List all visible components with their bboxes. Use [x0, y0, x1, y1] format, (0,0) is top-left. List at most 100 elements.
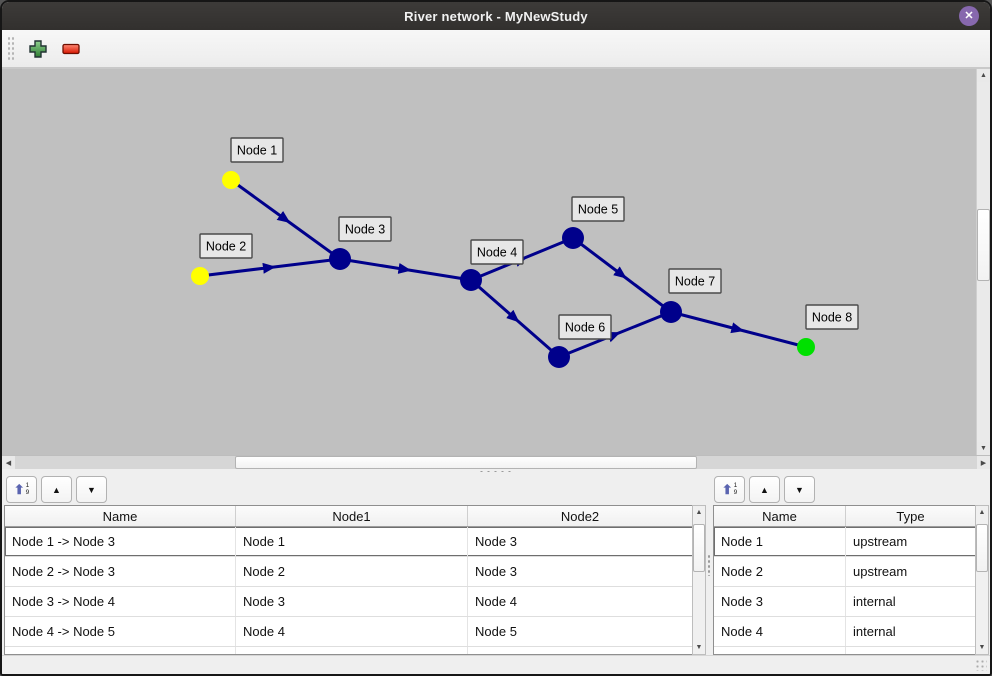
- cell[interactable]: Node 3 -> Node 4: [5, 587, 236, 616]
- river-reach-6-7[interactable]: [558, 310, 672, 359]
- nodes-scroll-thumb[interactable]: [976, 524, 988, 572]
- cell[interactable]: Node 5: [468, 617, 693, 646]
- cell[interactable]: Node 4: [236, 617, 468, 646]
- column-header[interactable]: Name: [5, 506, 236, 526]
- node-5[interactable]: [562, 227, 584, 249]
- toolbar-drag-handle[interactable]: [7, 35, 15, 62]
- cell[interactable]: upstream: [846, 527, 976, 556]
- sort-digits: 1 9: [734, 482, 738, 496]
- node-8[interactable]: [797, 338, 815, 356]
- add-node-button[interactable]: [25, 36, 51, 62]
- river-reach-3-4[interactable]: [339, 257, 472, 282]
- column-header[interactable]: Name: [714, 506, 846, 526]
- node-label-7[interactable]: Node 7: [668, 268, 722, 294]
- nodes-table-scrollbar[interactable]: ▲ ▼: [975, 505, 989, 655]
- svg-text:Node 3: Node 3: [345, 223, 385, 237]
- hscroll-thumb[interactable]: [235, 456, 697, 469]
- node-6[interactable]: [548, 346, 570, 368]
- node-2[interactable]: [191, 267, 209, 285]
- river-reach-4-6[interactable]: [470, 278, 560, 359]
- cell[interactable]: internal: [846, 587, 976, 616]
- node-label-5[interactable]: Node 5: [571, 196, 625, 222]
- links-sort-button[interactable]: ⬆ 1 9: [6, 476, 37, 503]
- cell[interactable]: Node 2: [236, 557, 468, 586]
- scroll-down-icon[interactable]: ▼: [977, 442, 990, 455]
- column-header[interactable]: Node2: [468, 506, 693, 526]
- scroll-down-icon[interactable]: ▼: [976, 641, 988, 654]
- scroll-up-icon[interactable]: ▲: [976, 506, 988, 519]
- node-4[interactable]: [460, 269, 482, 291]
- splitter-handle-icon: [478, 470, 514, 473]
- cell[interactable]: Node 4 -> Node 5: [5, 617, 236, 646]
- tables-panel: ⬆ 1 9 ▲ ▼ ⬆ 1 9 ▲: [2, 474, 990, 674]
- canvas-horizontal-scrollbar[interactable]: ◀ ▶: [2, 455, 990, 469]
- scroll-right-icon[interactable]: ▶: [977, 456, 990, 469]
- cell[interactable]: Node 3: [236, 587, 468, 616]
- cell[interactable]: Node 3: [468, 557, 693, 586]
- river-reach-5-7[interactable]: [572, 236, 672, 314]
- vscroll-thumb[interactable]: [977, 209, 990, 281]
- links-table-scrollbar[interactable]: ▲ ▼: [692, 505, 706, 655]
- node-1[interactable]: [222, 171, 240, 189]
- nodes-sort-button[interactable]: ⬆ 1 9: [714, 476, 745, 503]
- node-label-8[interactable]: Node 8: [805, 304, 859, 330]
- links-scroll-thumb[interactable]: [693, 524, 705, 572]
- scroll-left-icon[interactable]: ◀: [2, 456, 15, 469]
- cell[interactable]: Node 4: [468, 587, 693, 616]
- cell[interactable]: Node 2: [714, 557, 846, 586]
- cell[interactable]: Node 1: [236, 527, 468, 556]
- panel-splitter-handle[interactable]: [707, 554, 711, 576]
- cell[interactable]: upstream: [846, 557, 976, 586]
- svg-text:Node 2: Node 2: [206, 240, 246, 254]
- cell: [846, 647, 976, 654]
- node-label-1[interactable]: Node 1: [230, 137, 284, 163]
- column-header[interactable]: Type: [846, 506, 976, 526]
- nodes-move-down-button[interactable]: ▼: [784, 476, 815, 503]
- svg-text:Node 4: Node 4: [477, 246, 517, 260]
- links-move-down-button[interactable]: ▼: [76, 476, 107, 503]
- scroll-down-icon[interactable]: ▼: [693, 641, 705, 654]
- cell[interactable]: Node 2 -> Node 3: [5, 557, 236, 586]
- links-move-up-button[interactable]: ▲: [41, 476, 72, 503]
- empty-row: [714, 647, 976, 654]
- sort-ascending-icon: ⬆: [13, 482, 25, 497]
- nodes-move-up-button[interactable]: ▲: [749, 476, 780, 503]
- cell[interactable]: Node 1 -> Node 3: [5, 527, 236, 556]
- node-label-4[interactable]: Node 4: [470, 239, 524, 265]
- horizontal-splitter[interactable]: [2, 469, 990, 474]
- node-3[interactable]: [329, 248, 351, 270]
- title-bar[interactable]: River network - MyNewStudy ✕: [2, 2, 990, 30]
- resize-grip-icon[interactable]: [975, 659, 987, 671]
- cell[interactable]: Node 4: [714, 617, 846, 646]
- cell[interactable]: Node 1: [714, 527, 846, 556]
- river-reach-7-8[interactable]: [670, 310, 807, 349]
- river-reach-2-3[interactable]: [199, 257, 341, 278]
- node-label-3[interactable]: Node 3: [338, 216, 392, 242]
- cell[interactable]: internal: [846, 617, 976, 646]
- cell[interactable]: Node 3: [714, 587, 846, 616]
- svg-text:Node 6: Node 6: [565, 321, 605, 335]
- remove-node-button[interactable]: [58, 36, 84, 62]
- river-reach-1-3[interactable]: [230, 178, 341, 261]
- node-7[interactable]: [660, 301, 682, 323]
- scroll-up-icon[interactable]: ▲: [693, 506, 705, 519]
- node-label-6[interactable]: Node 6: [558, 314, 612, 340]
- column-header[interactable]: Node1: [236, 506, 468, 526]
- scroll-up-icon[interactable]: ▲: [977, 69, 990, 82]
- close-icon[interactable]: ✕: [959, 6, 979, 26]
- node-label-2[interactable]: Node 2: [199, 233, 253, 259]
- cell[interactable]: Node 3: [468, 527, 693, 556]
- canvas-vertical-scrollbar[interactable]: ▲ ▼: [976, 69, 990, 455]
- river-network-canvas[interactable]: Node 1 Node 2 Node 3 Node 4 Node 5 Node 6 Node…: [2, 69, 976, 455]
